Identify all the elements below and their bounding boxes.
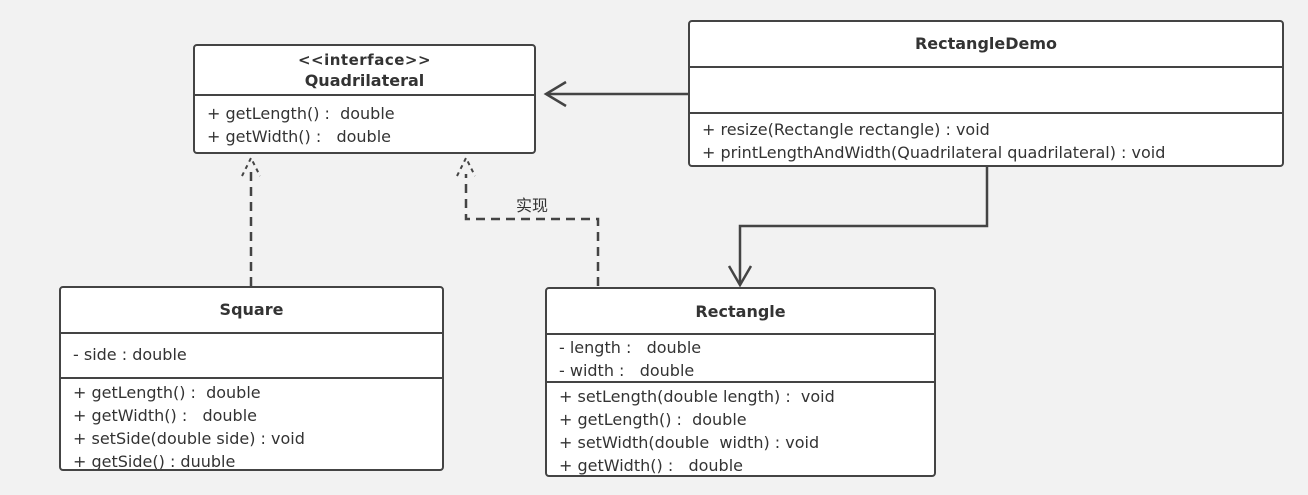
class-quadrilateral[interactable]: <<interface>> Quadrilateral + getLength(… [193, 44, 536, 154]
realization-label: 实现 [516, 196, 549, 215]
method: + setWidth(double width) : void [559, 433, 820, 452]
class-rectangle-demo[interactable]: RectangleDemo + resize(Rectangle rectang… [688, 20, 1284, 167]
class-header: Rectangle [547, 289, 934, 335]
class-header: Square [61, 288, 442, 334]
hollow-triangle-square [241, 155, 261, 177]
methods-section: + getLength() : double + getWidth() : do… [195, 96, 534, 148]
open-arrowhead-quadrilateral [543, 80, 567, 108]
attribute: - width : double [559, 361, 695, 380]
realization-line-rectangle [464, 174, 600, 286]
class-square[interactable]: Square - side : double + getLength() : d… [59, 286, 444, 471]
class-name: Quadrilateral [304, 71, 425, 90]
attributes-section: - side : double [61, 334, 442, 379]
association-line-demo-to-rectangle [738, 166, 989, 285]
attributes-section [690, 68, 1282, 114]
method: + setSide(double side) : void [73, 429, 305, 448]
method: + getWidth() : double [73, 406, 257, 425]
attribute: - length : double [559, 338, 702, 357]
methods-section: + resize(Rectangle rectangle) : void + p… [690, 114, 1282, 164]
hollow-triangle-rectangle [456, 155, 476, 177]
attribute: - side : double [73, 345, 187, 364]
method: + printLengthAndWidth(Quadrilateral quad… [702, 143, 1166, 162]
class-rectangle[interactable]: Rectangle - length : double - width : do… [545, 287, 936, 477]
method: + getLength() : double [207, 104, 395, 123]
methods-section: + getLength() : double + getWidth() : do… [61, 379, 442, 471]
method: + getLength() : double [559, 410, 747, 429]
method: + getWidth() : double [207, 127, 391, 146]
open-arrowhead-rectangle [727, 265, 753, 288]
method: + getLength() : double [73, 383, 261, 402]
class-header: <<interface>> Quadrilateral [195, 46, 534, 96]
method: + resize(Rectangle rectangle) : void [702, 120, 990, 139]
method: + getWidth() : double [559, 456, 743, 475]
method: + setLength(double length) : void [559, 387, 835, 406]
attributes-section: - length : double - width : double [547, 335, 934, 383]
stereotype-label: <<interface>> [297, 51, 432, 69]
method: + getSide() : duuble [73, 452, 236, 471]
methods-section: + setLength(double length) : void + getL… [547, 383, 934, 475]
class-header: RectangleDemo [690, 22, 1282, 68]
